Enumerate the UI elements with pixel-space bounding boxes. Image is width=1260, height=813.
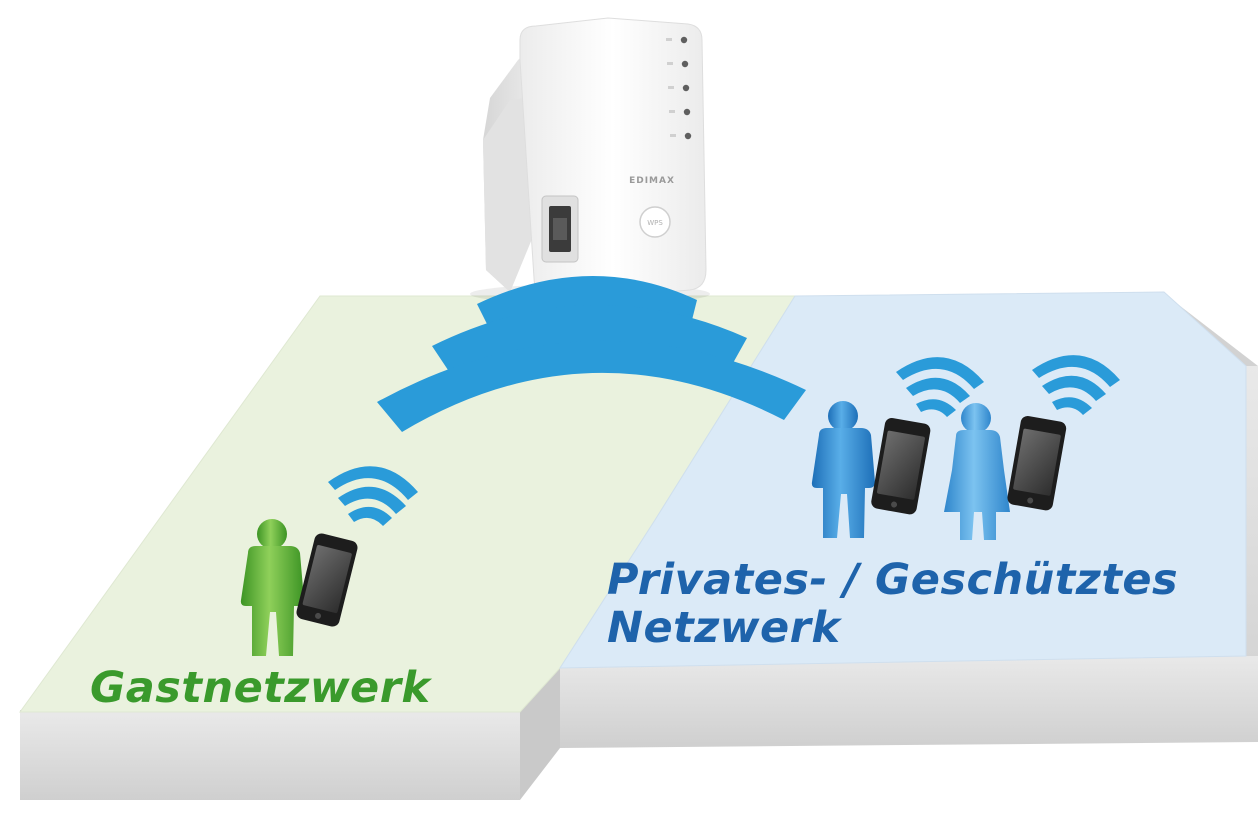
private-network-label-line1: Privates- / Geschütztes xyxy=(607,555,1179,605)
private-user-man-figure xyxy=(811,357,984,538)
private-network-label-line2: Netzwerk xyxy=(607,603,841,653)
wifi-signal-main xyxy=(377,275,806,432)
private-phone-2 xyxy=(1007,415,1067,511)
private-wifi-icon-2 xyxy=(1032,355,1120,415)
guest-wifi-icon xyxy=(328,466,418,526)
private-phone-1 xyxy=(871,417,931,515)
private-network-label: Privates- / Geschütztes Netzwerk xyxy=(607,556,1178,652)
device-brand-logo: EDIMAX xyxy=(629,176,675,186)
wps-button[interactable]: WPS xyxy=(639,206,671,238)
guest-network-label: Gastnetzwerk xyxy=(90,663,431,713)
status-leds xyxy=(666,36,692,140)
wifi-repeater: EDIMAX WPS xyxy=(470,17,710,304)
private-wifi-icon-1 xyxy=(896,357,984,417)
private-user-woman-figure xyxy=(944,355,1120,540)
guest-phone xyxy=(296,533,358,627)
guest-user-figure xyxy=(240,466,418,656)
svg-text:WPS: WPS xyxy=(647,219,663,227)
